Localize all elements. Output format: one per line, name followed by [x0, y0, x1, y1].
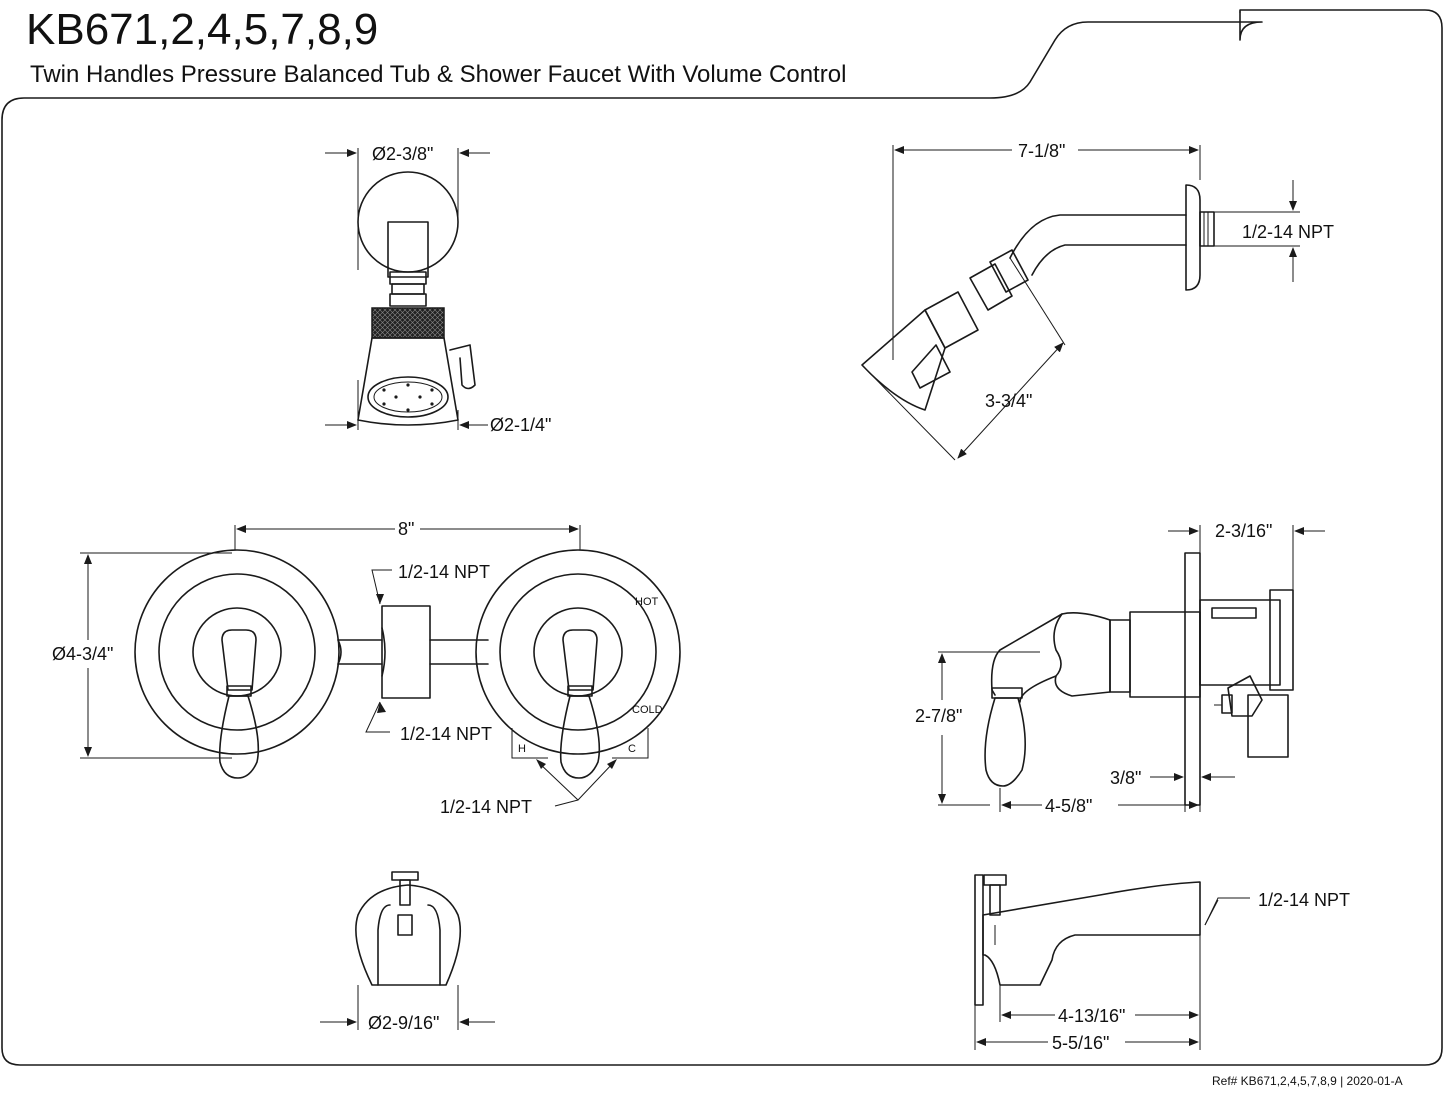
spout-thread: 1/2-14 NPT: [1258, 890, 1350, 910]
hot-inlet-label: H: [518, 743, 526, 755]
escutcheon-diameter: Ø4-3/4": [52, 644, 113, 664]
spout-side-view: 1/2-14 NPT 4-13/16" 5-5/16": [974, 874, 1350, 1053]
spout-short-reach: 4-13/16": [1058, 1006, 1125, 1026]
shower-arm-length: 7-1/8": [1018, 141, 1065, 161]
plate-offset: 3/8": [1110, 768, 1141, 788]
valve-inlet-thread: 1/2-14 NPT: [440, 797, 532, 817]
spout-diameter: Ø2-9/16": [368, 1013, 439, 1033]
showerhead-bottom-diameter: Ø2-1/4": [490, 415, 551, 435]
cold-inlet-label: C: [628, 743, 636, 755]
shower-arm-thread: 1/2-14 NPT: [1242, 222, 1334, 242]
reference-number: Ref# KB671,2,4,5,7,8,9 | 2020-01-A: [1212, 1074, 1403, 1088]
valve-height: 2-7/8": [915, 706, 962, 726]
showerhead-length: 3-3/4": [985, 391, 1032, 411]
sheet-border: [1, 9, 1443, 1066]
showerhead-side-view: 7-1/8" 1/2-14 NPT 3-3/4": [861, 141, 1334, 461]
product-subtitle: Twin Handles Pressure Balanced Tub & Sho…: [30, 61, 846, 88]
model-title: KB671,2,4,5,7,8,9: [26, 5, 378, 54]
spout-front-view: Ø2-9/16": [320, 871, 495, 1033]
valve-bottom-thread: 1/2-14 NPT: [400, 724, 492, 744]
showerhead-top-diameter: Ø2-3/8": [372, 144, 433, 164]
valve-spacing: 8": [398, 519, 414, 539]
valve-front-view: 8" Ø4-3/4" 1/2-14 NPT 1/2-14 NPT HOT COL…: [52, 519, 681, 817]
cold-label: COLD: [632, 704, 663, 716]
hot-label: HOT: [635, 596, 659, 608]
valve-top-thread: 1/2-14 NPT: [398, 562, 490, 582]
valve-depth: 2-3/16": [1215, 521, 1272, 541]
spout-reach: 5-5/16": [1052, 1033, 1109, 1053]
valve-reach: 4-5/8": [1045, 796, 1092, 816]
showerhead-front-view: Ø2-3/8" Ø2-1/4": [325, 144, 551, 435]
valve-side-view: 2-3/16" 2-7/8" 3/8" 4-5/8": [915, 521, 1325, 816]
